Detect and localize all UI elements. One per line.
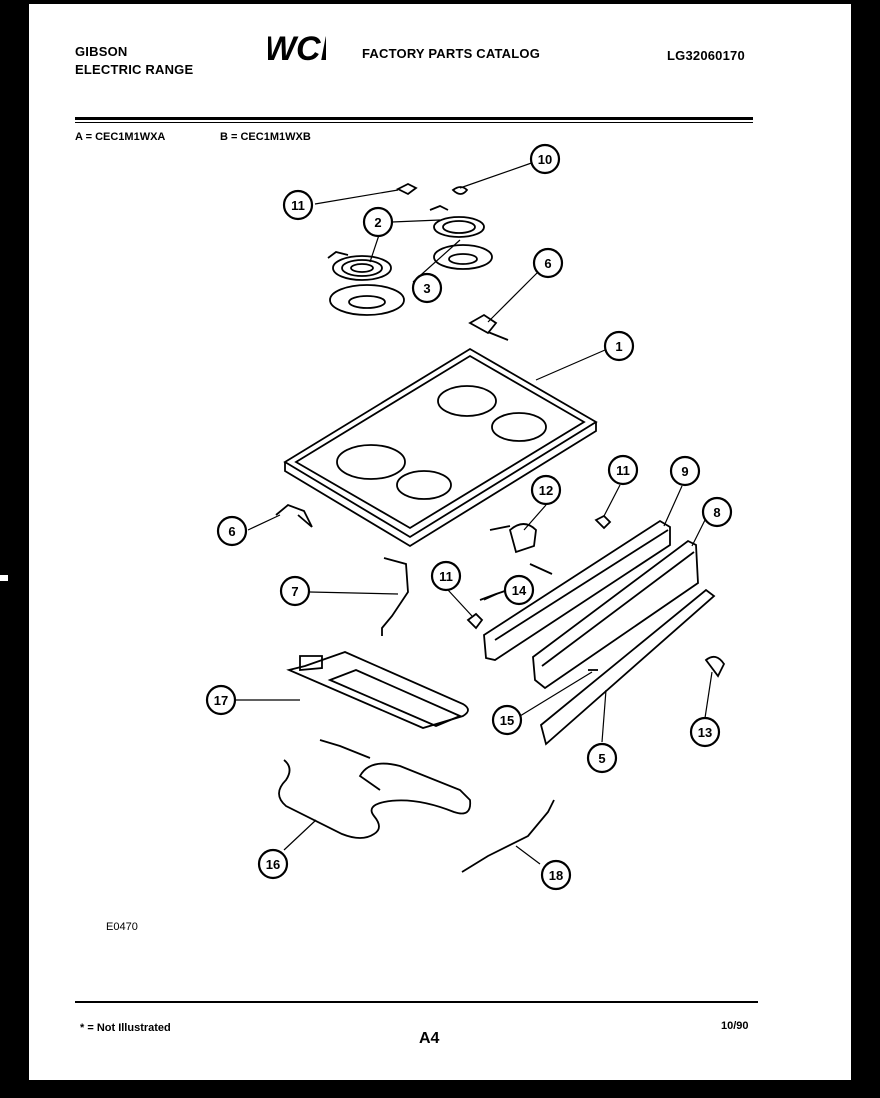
callout-16: 16: [257, 848, 289, 880]
switch-part-12: [489, 523, 537, 554]
header-rule-thin: [75, 122, 753, 123]
clip-part-11-upper: [594, 514, 612, 530]
svg-text:15: 15: [500, 713, 514, 728]
scan-edge-mark: [0, 575, 8, 581]
svg-text:2: 2: [374, 215, 381, 230]
svg-text:WCI: WCI: [268, 30, 326, 64]
callout-13: 13: [689, 716, 721, 748]
svg-text:13: 13: [698, 725, 712, 740]
diagram-code: E0470: [106, 921, 138, 933]
surface-elements-part-2-3: [327, 205, 493, 316]
page-number: A4: [419, 1030, 440, 1047]
svg-text:14: 14: [512, 583, 527, 598]
svg-text:11: 11: [291, 198, 305, 213]
catalog-page: [29, 4, 851, 1080]
callout-10: 5: [586, 742, 618, 774]
catalog-number: LG32060170: [667, 48, 745, 63]
wci-logo: WCI: [268, 30, 326, 64]
svg-text:12: 12: [539, 483, 553, 498]
header-rule: [75, 117, 753, 120]
bracket-part-5: [395, 182, 418, 196]
callout-2: 2: [362, 206, 394, 238]
svg-text:16: 16: [266, 857, 280, 872]
svg-text:17: 17: [214, 693, 228, 708]
callout-14: 14: [503, 574, 535, 606]
model-b-label: B = CEC1M1WXB: [220, 131, 311, 143]
callout-11-lower: 11: [430, 560, 462, 592]
product-label: ELECTRIC RANGE: [75, 62, 194, 77]
callout-18: 18: [540, 859, 572, 891]
callout-15: 15: [491, 704, 523, 736]
callout-7: 7: [279, 575, 311, 607]
callout-9: 9: [669, 455, 701, 487]
svg-text:11: 11: [616, 463, 630, 478]
svg-text:6: 6: [544, 256, 551, 271]
revision-date: 10/90: [721, 1020, 749, 1032]
receptacle-part-4: [451, 186, 469, 195]
svg-text:1: 1: [615, 339, 622, 354]
callout-6-upper: 6: [532, 247, 564, 279]
catalog-title: FACTORY PARTS CATALOG: [362, 46, 541, 61]
callout-1: 1: [603, 330, 635, 362]
bake-element-part-16: [278, 759, 472, 839]
svg-text:7: 7: [291, 584, 298, 599]
model-a-label: A = CEC1M1WXA: [75, 131, 166, 143]
wire-part-18: [461, 799, 555, 873]
svg-text:3: 3: [423, 281, 430, 296]
wire-part-7: [381, 557, 409, 636]
hinge-part-6-upper: [468, 313, 509, 341]
channel-part-9: [483, 519, 671, 661]
svg-text:10: 10: [538, 152, 552, 167]
trim-part-10: [539, 588, 716, 746]
callout-5: 11: [282, 189, 314, 221]
clip-part-11-lower: [466, 612, 484, 630]
callout-11-upper: 11: [607, 454, 639, 486]
leader-lines: [236, 159, 713, 865]
callout-8: 8: [701, 496, 733, 528]
callout-12: 12: [530, 474, 562, 506]
footer-rule: [75, 1001, 758, 1003]
footnote: * = Not Illustrated: [80, 1022, 171, 1034]
channel-part-8: [532, 539, 699, 690]
svg-text:5: 5: [598, 751, 605, 766]
callout-4: 10: [529, 143, 561, 175]
thermostat-part-13: [704, 655, 726, 678]
svg-text:8: 8: [713, 505, 720, 520]
callout-3: 3: [411, 272, 443, 304]
callout-17: 17: [205, 684, 237, 716]
callout-6-lower: 6: [216, 515, 248, 547]
svg-text:18: 18: [549, 868, 563, 883]
svg-text:9: 9: [681, 464, 688, 479]
svg-text:6: 6: [228, 524, 235, 539]
broil-element-part-17: [286, 651, 469, 759]
cooktop-part-1: [283, 347, 598, 548]
svg-text:11: 11: [439, 569, 453, 584]
brand-label: GIBSON: [75, 44, 128, 59]
hinge-part-6-lower: [275, 503, 313, 528]
